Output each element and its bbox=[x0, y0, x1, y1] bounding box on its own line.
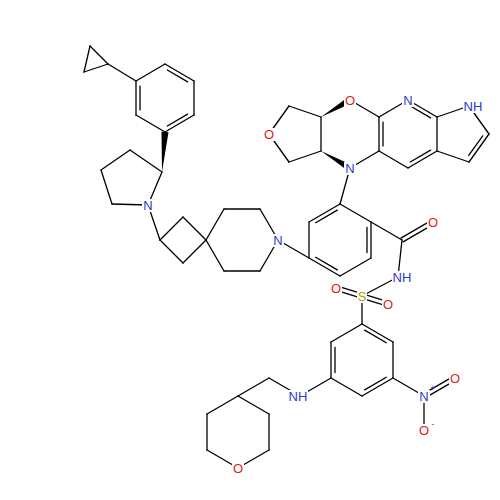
atom-oxygen: O bbox=[344, 94, 356, 107]
bond-line bbox=[365, 377, 387, 390]
bond-line bbox=[362, 378, 393, 396]
bond-line bbox=[101, 150, 130, 170]
bond-line bbox=[160, 217, 183, 240]
bond-line bbox=[334, 347, 335, 372]
atom-oxygen: O bbox=[232, 462, 244, 475]
bond-line bbox=[410, 106, 430, 118]
bond-line bbox=[130, 150, 162, 172]
atom-sulfur: S bbox=[357, 290, 368, 303]
atom-nh: NH bbox=[392, 271, 413, 284]
bond-line bbox=[136, 115, 165, 132]
charge-sign: + bbox=[430, 384, 435, 393]
bond-line bbox=[408, 151, 437, 168]
bond-line bbox=[331, 378, 362, 396]
bond-line bbox=[206, 209, 224, 240]
bond-line bbox=[165, 64, 194, 81]
bond-line bbox=[135, 81, 136, 115]
bond-line bbox=[316, 257, 338, 270]
bond-line bbox=[382, 122, 383, 146]
bond-line bbox=[108, 64, 136, 81]
atom-nitrogen: N bbox=[418, 390, 429, 403]
bond-line bbox=[207, 396, 238, 414]
bond-line bbox=[160, 240, 183, 263]
bond-line bbox=[238, 396, 269, 414]
bond-line bbox=[167, 70, 187, 82]
bond-line bbox=[167, 114, 187, 126]
bond-line bbox=[366, 227, 367, 252]
bond-line bbox=[101, 170, 112, 204]
bond-line bbox=[316, 210, 338, 223]
charge-sign: - bbox=[432, 420, 435, 429]
atom-nitrogen: N bbox=[272, 234, 283, 247]
bond-line bbox=[378, 117, 379, 151]
atom-nitrogen: N bbox=[402, 94, 413, 107]
bond-line bbox=[268, 414, 269, 450]
bond-line bbox=[410, 150, 430, 162]
bond-line bbox=[469, 134, 489, 162]
atom-oxygen: O bbox=[418, 424, 430, 437]
bond-line bbox=[165, 115, 194, 132]
bond-line bbox=[379, 151, 408, 168]
bond-line bbox=[90, 46, 108, 64]
bond-line bbox=[437, 151, 469, 162]
bond-line bbox=[436, 117, 437, 151]
bond-line bbox=[308, 222, 309, 258]
bond-line bbox=[224, 208, 260, 209]
bond-line bbox=[309, 258, 340, 276]
bond-line bbox=[84, 46, 90, 72]
atom-nitrogen: N bbox=[344, 162, 355, 175]
bond-line bbox=[340, 258, 371, 276]
atom-nitrogen: N bbox=[142, 199, 153, 212]
bond-line bbox=[136, 64, 165, 81]
bond-line bbox=[309, 204, 340, 222]
atom-nh: NH bbox=[288, 390, 309, 403]
atom-oxygen: O bbox=[330, 282, 342, 295]
bond-line bbox=[206, 240, 224, 271]
bond-line bbox=[193, 81, 194, 115]
bond-line bbox=[469, 136, 483, 156]
bond-line bbox=[224, 270, 260, 271]
bond-line bbox=[289, 151, 321, 162]
bond-line bbox=[331, 324, 362, 342]
bond-line bbox=[139, 86, 140, 110]
wedge-bond bbox=[162, 132, 169, 172]
atom-oxygen: O bbox=[382, 298, 394, 311]
bond-line bbox=[392, 342, 393, 378]
bond-line bbox=[289, 106, 321, 117]
bond-line bbox=[330, 342, 331, 378]
atom-oxygen: O bbox=[427, 216, 439, 229]
bond-line bbox=[362, 324, 393, 342]
atom-oxygen: O bbox=[263, 128, 275, 141]
atom-oxygen: O bbox=[449, 372, 461, 385]
bond-line bbox=[84, 64, 108, 72]
bond-line bbox=[183, 240, 206, 263]
bond-line bbox=[320, 117, 321, 151]
bond-line bbox=[371, 222, 402, 240]
bond-line bbox=[206, 414, 207, 450]
bond-line bbox=[365, 330, 387, 343]
bond-line bbox=[370, 222, 371, 258]
bond-line bbox=[340, 204, 371, 222]
bond-line bbox=[183, 217, 206, 240]
atom-nh: NH bbox=[463, 100, 484, 113]
bond-line bbox=[238, 378, 269, 396]
